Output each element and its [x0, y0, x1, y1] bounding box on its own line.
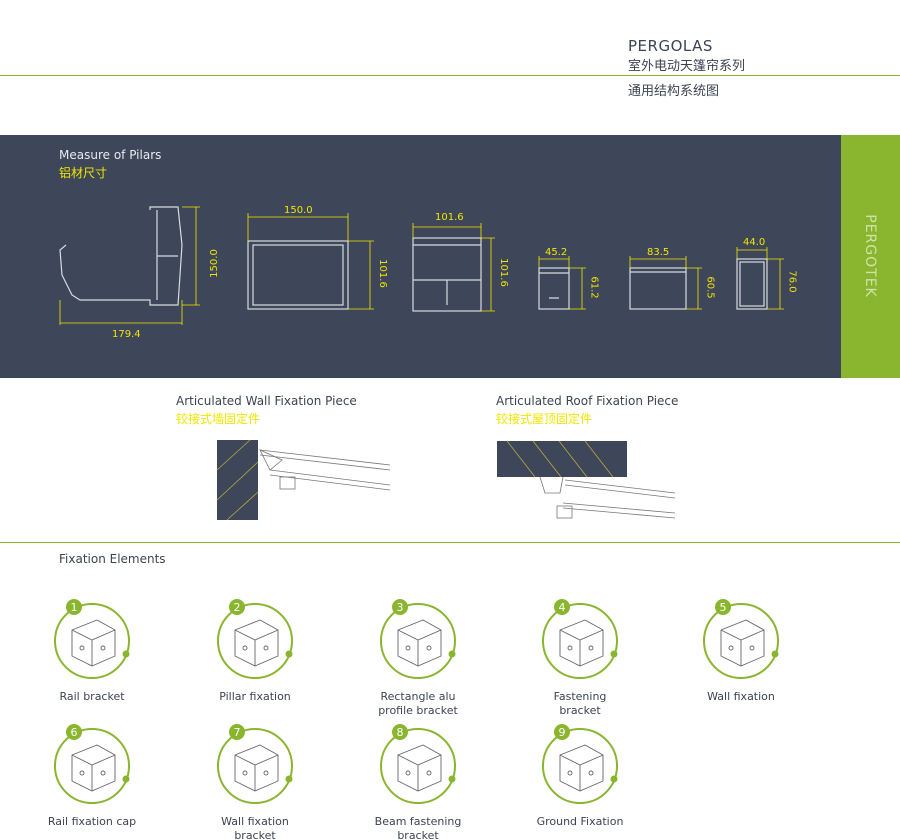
- dim-w-3: 101.6: [435, 212, 464, 223]
- profile-5: [629, 256, 702, 310]
- fixation-item: 3 Rectangle alu profile bracket: [338, 598, 498, 718]
- fixation-item-icon: 3: [380, 599, 456, 679]
- fixation-title: Fixation Elements: [59, 552, 166, 566]
- item-number: 6: [71, 726, 78, 739]
- profile-6: [736, 247, 784, 310]
- fixation-item: 5 Wall fixation: [661, 598, 821, 704]
- fixation-item: 2 Pillar fixation: [175, 598, 335, 704]
- fixation-item-label: Fastening bracket: [553, 690, 607, 717]
- item-number: 1: [71, 601, 78, 614]
- profile-3: [412, 223, 495, 312]
- fixation-item-icon: 6: [54, 724, 130, 804]
- dim-h-4: 61.2: [588, 276, 600, 299]
- dim-h-5: 60.5: [704, 276, 716, 299]
- divider: [0, 75, 900, 76]
- item-number: 9: [559, 726, 566, 739]
- wall-fixation-drawing: [216, 439, 391, 521]
- fixation-item: 1 Rail bracket: [12, 598, 172, 704]
- header-subtitle: 室外电动天篷帘系列: [628, 59, 746, 74]
- fixation-item-icon: 4: [542, 599, 618, 679]
- roof-piece-title-cn: 铰接式屋顶固定件: [496, 412, 593, 426]
- dim-w-5: 83.5: [647, 247, 670, 258]
- fixation-item-label: Beam fastening bracket: [374, 815, 462, 840]
- dim-w-6: 44.0: [743, 237, 766, 248]
- fixation-item-label: Rectangle alu profile bracket: [378, 690, 458, 717]
- fixation-item-label: Rail fixation cap: [47, 815, 137, 828]
- brand-text: PERGOTEK: [862, 214, 878, 298]
- roof-piece-title: Articulated Roof Fixation Piece: [496, 394, 679, 408]
- fixation-item: 7 Wall fixation bracket: [175, 723, 335, 840]
- dim-w-4: 45.2: [545, 247, 568, 258]
- dim-w-2: 150.0: [284, 205, 313, 216]
- section-title: 通用结构系统图: [628, 84, 720, 99]
- fixation-item-label: Wall fixation: [707, 690, 775, 703]
- dim-h-3: 101.6: [497, 258, 509, 287]
- measure-title-cn: 铝材尺寸: [59, 166, 108, 180]
- item-number: 4: [559, 601, 566, 614]
- fixation-item-label: Pillar fixation: [219, 690, 291, 703]
- header-title: PERGOLAS: [628, 37, 713, 55]
- profile-4: [538, 256, 586, 310]
- profile-2: [247, 213, 374, 310]
- item-number: 5: [720, 601, 727, 614]
- dim-h-2: 101.6: [376, 259, 388, 288]
- wall-piece-title-cn: 铰接式墙固定件: [176, 412, 261, 426]
- item-number: 2: [234, 601, 241, 614]
- roof-fixation-drawing: [497, 440, 676, 519]
- item-number: 3: [397, 601, 404, 614]
- fixation-item-icon: 1: [54, 599, 130, 679]
- fixation-item: 6 Rail fixation cap: [12, 723, 172, 829]
- fixation-item-icon: 2: [217, 599, 293, 679]
- dim-h-6: 76.0: [786, 270, 798, 293]
- fixation-item-icon: 8: [380, 724, 456, 804]
- fixation-item-label: Wall fixation bracket: [221, 815, 289, 840]
- profiles-drawing: [59, 206, 784, 325]
- divider: [0, 542, 900, 543]
- dim-h-1: 150.0: [208, 249, 220, 278]
- profile-1: [59, 206, 200, 325]
- wall-piece-title: Articulated Wall Fixation Piece: [176, 394, 357, 408]
- item-number: 7: [234, 726, 241, 739]
- measure-title: Measure of Pilars: [59, 148, 162, 162]
- dim-w-1: 179.4: [112, 329, 141, 340]
- fixation-item-icon: 9: [542, 724, 618, 804]
- brand-bar: [841, 135, 900, 378]
- fixation-item-label: Rail bracket: [59, 690, 125, 703]
- fixation-item: 4 Fastening bracket: [500, 598, 660, 718]
- fixation-item: 8 Beam fastening bracket: [338, 723, 498, 840]
- fixation-item-label: Ground Fixation: [536, 815, 624, 828]
- measure-band: [0, 135, 841, 378]
- item-number: 8: [397, 726, 404, 739]
- fixation-item-icon: 7: [217, 724, 293, 804]
- fixation-item: 9 Ground Fixation: [500, 723, 660, 829]
- fixation-item-icon: 5: [703, 599, 779, 679]
